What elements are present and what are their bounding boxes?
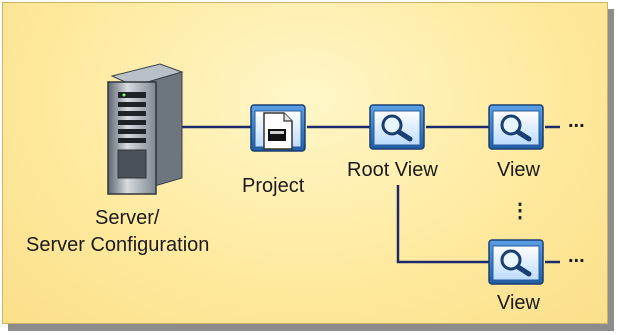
magnifier-icon bbox=[489, 105, 543, 149]
project-label: Project bbox=[242, 175, 305, 197]
continuation-ellipsis-bottom: ... bbox=[568, 245, 585, 267]
view-bottom-node bbox=[489, 240, 543, 284]
root-view-node bbox=[370, 105, 424, 149]
magnifier-icon bbox=[370, 105, 424, 149]
connector-lines bbox=[178, 125, 560, 264]
continuation-ellipsis-vertical: ⋮ bbox=[510, 200, 530, 222]
view-top-node bbox=[489, 105, 543, 149]
server-label-line1: Server/ bbox=[95, 207, 160, 229]
server-tower-icon bbox=[107, 63, 184, 195]
root-view-label: Root View bbox=[347, 159, 438, 181]
magnifier-icon bbox=[489, 240, 543, 284]
project-node bbox=[250, 104, 306, 152]
view-top-label: View bbox=[497, 159, 540, 181]
continuation-ellipsis-top: ... bbox=[568, 110, 585, 132]
connector-rootview-view-bottom bbox=[396, 185, 489, 264]
server-label-line2: Server Configuration bbox=[26, 234, 210, 256]
view-bottom-label: View bbox=[497, 292, 540, 314]
document-icon bbox=[263, 112, 293, 150]
